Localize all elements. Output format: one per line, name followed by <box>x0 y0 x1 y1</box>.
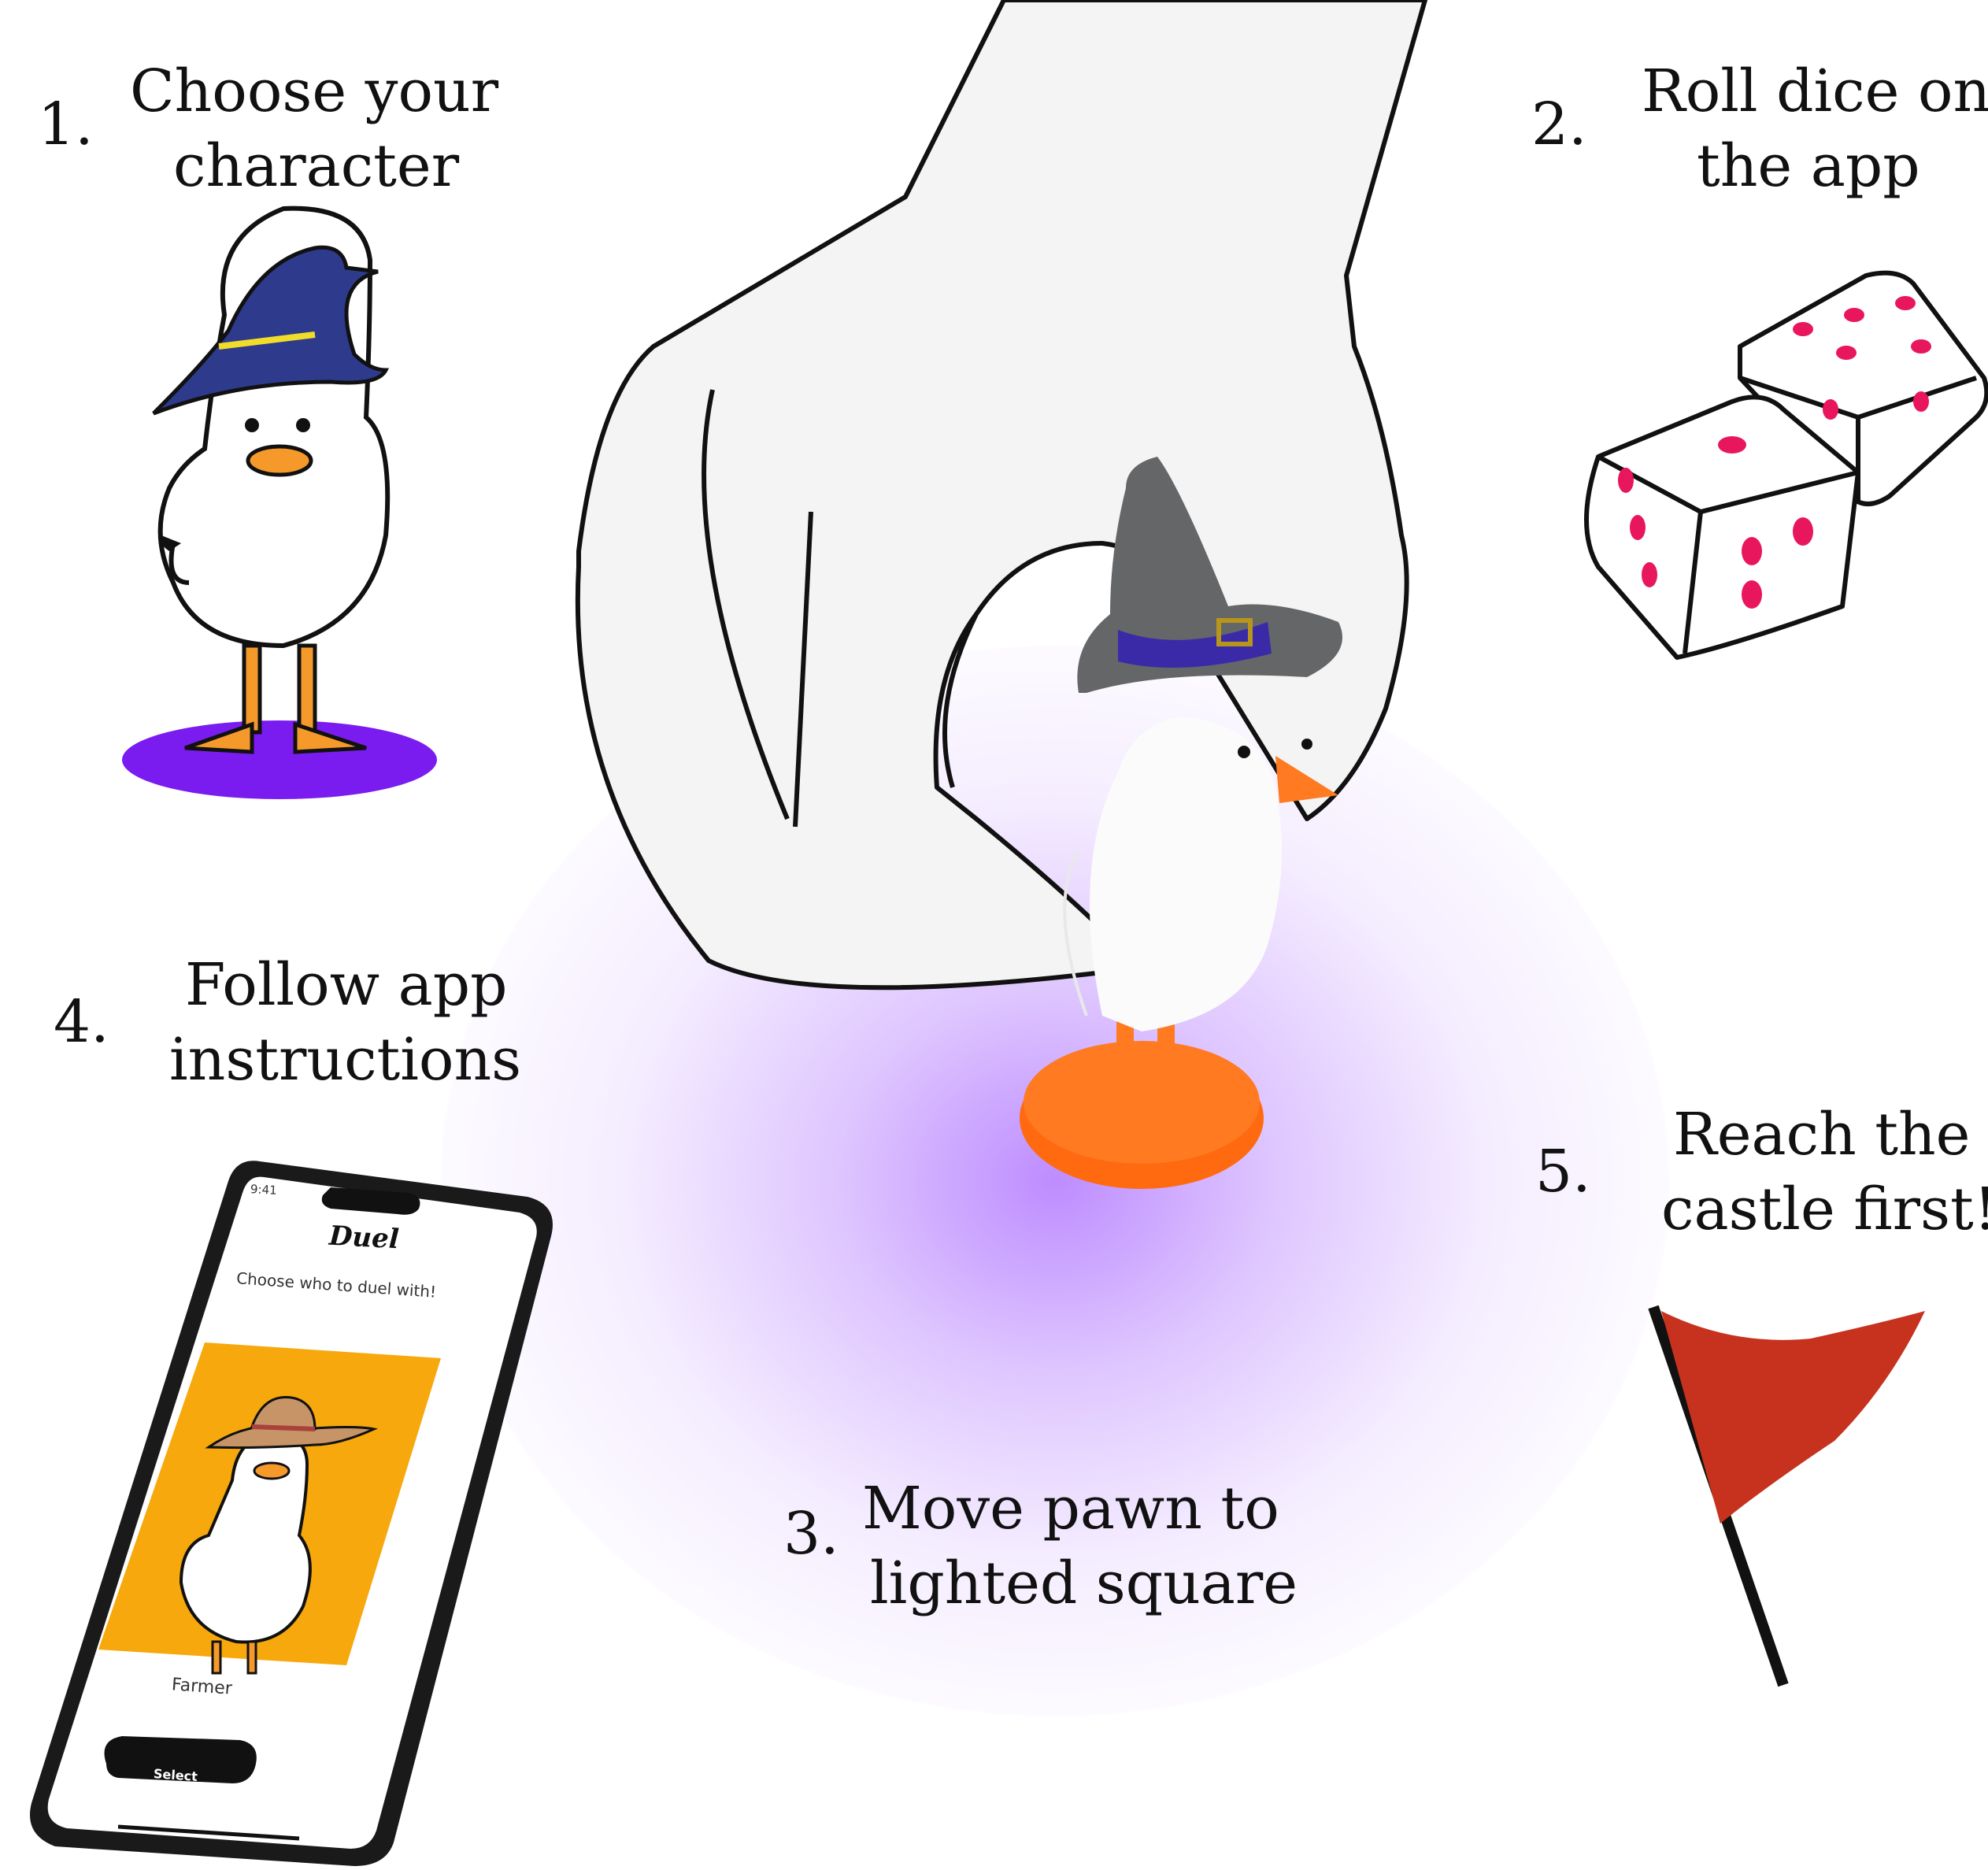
duck-pawn-icon <box>1020 457 1342 1189</box>
step-3-line-1: Move pawn to <box>862 1475 1279 1542</box>
step-3-number: 3. <box>783 1500 839 1568</box>
step-5-number: 5. <box>1535 1138 1591 1205</box>
step-4-line-1: Follow app <box>185 951 508 1019</box>
status-time: 9:41 <box>250 1182 278 1198</box>
step-1-line-2: character <box>173 132 460 200</box>
step-5-line-1: Reach the <box>1673 1101 1971 1168</box>
step-1-line-1: Choose your <box>130 57 499 125</box>
step-4-number: 4. <box>54 988 109 1056</box>
step-2-number: 2. <box>1531 91 1587 158</box>
front-die-icon <box>1584 394 1860 660</box>
step-3-line-2: lighted square <box>870 1550 1298 1617</box>
select-button[interactable]: Select <box>153 1766 198 1784</box>
back-die-icon <box>1738 270 1988 506</box>
step-5-line-2: castle first! <box>1661 1176 1988 1243</box>
step-2-line-1: Roll dice on <box>1642 57 1988 125</box>
step-4-line-2: instructions <box>169 1026 522 1094</box>
hand-icon <box>575 0 1427 991</box>
app-title: Duel <box>328 1220 400 1256</box>
character-name: Farmer <box>171 1675 233 1699</box>
step-1-number: 1. <box>38 91 94 158</box>
step-2-line-2: the app <box>1697 132 1920 200</box>
farmer-duck-icon <box>179 1395 378 1675</box>
